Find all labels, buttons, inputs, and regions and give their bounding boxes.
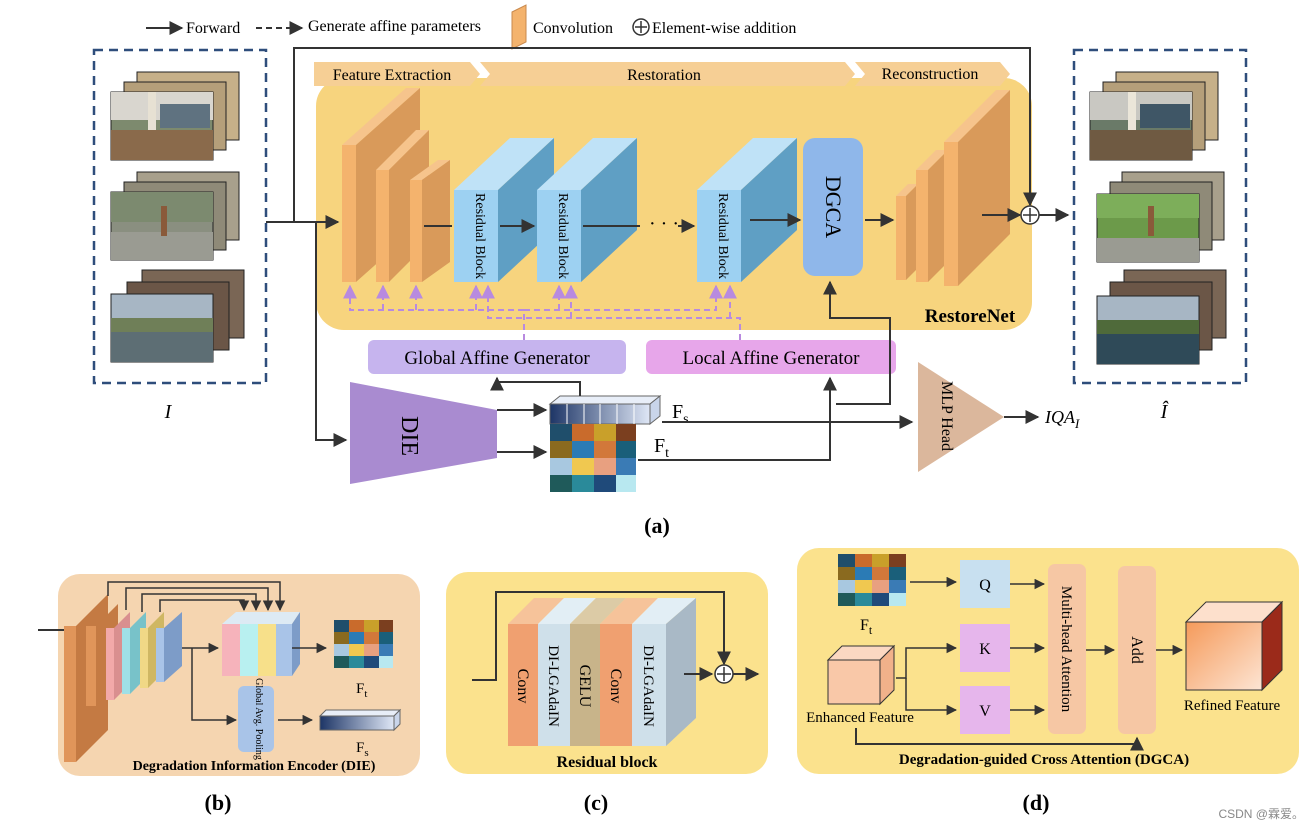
caption-d: (d) [1023,790,1050,815]
residual-conv2-label: Conv [607,669,624,704]
refined-feature-label: Refined Feature [1184,698,1281,714]
fs-feature-vector [548,394,662,426]
residual-block-n: Residual Block [697,138,797,282]
input-image-stack-1 [110,71,240,161]
global-affine-generator-label: Global Affine Generator [404,348,590,369]
refined-feature-cube [1184,600,1284,692]
local-affine-generator [646,340,896,374]
residual-detail-title: Residual block [557,754,658,771]
local-affine-generator-label: Local Affine Generator [683,348,861,369]
restorenet-label: RestoreNet [925,306,1016,327]
ft-feature-map [550,424,636,492]
dgca-add-label: Add [1128,636,1145,664]
legend-add: Element-wise addition [652,20,796,37]
legend-conv: Convolution [533,20,613,37]
input-images-box [92,48,268,385]
global-avg-pooling-block [238,686,274,752]
stage-reconstruction-label: Reconstruction [882,66,979,83]
iqa-label: IQAI [1044,407,1080,431]
stage-restoration [480,62,855,86]
output-add-circle-icon [1020,205,1040,225]
dgca-label: DGCA [821,176,846,238]
q-label: Q [979,577,991,594]
die-fs-label: Fs [356,740,369,759]
add-circle-icon [632,18,650,36]
residual-gelu-label: GELU [576,665,593,708]
panel-d: Ft Q Enhanced Feature K V Multi-head Att… [797,548,1299,815]
legend-forward: Forward [186,20,240,37]
fs-label: Fs [672,401,689,427]
input-image-stack-3 [110,269,245,363]
v-block [960,686,1010,734]
output-images-box [1072,48,1248,385]
residual-add-circle-icon [714,664,734,684]
die-conv-stack [64,594,182,762]
dgca-block [803,138,863,276]
input-label: I [164,401,173,423]
conv-icon [511,4,527,50]
dgca-add-block [1118,566,1156,734]
caption-c: (c) [584,790,608,815]
residual-block-n-label: Residual Block [715,193,730,279]
ft-label: Ft [654,435,669,461]
input-to-die-arrow [315,222,348,447]
multi-head-attention-block [1048,564,1086,734]
die-block [350,382,497,484]
caption-b: (b) [205,790,232,815]
residual-block-1: Residual Block [454,138,554,282]
die-ft-map [334,620,393,668]
reconstruction-convs [896,90,1010,286]
global-avg-pooling-label: Global Avg. Pooling [253,678,264,760]
panel-c: Conv DI-LGAdaIN GELU Conv DI-LGAdaIN Res… [446,572,768,815]
output-image-stack-1 [1089,71,1219,161]
dgca-ft-label: Ft [860,617,873,637]
enhanced-feature-label: Enhanced Feature [806,710,914,726]
residual-block-2-label: Residual Block [555,193,570,279]
die-fs-vector [318,708,402,732]
mlp-head-label: MLP Head [938,381,955,451]
stage-feature-extraction [314,62,480,86]
dgca-detail-title: Degradation-guided Cross Attention (DGCA… [899,752,1189,768]
legend-affine: Generate affine parameters [308,18,481,35]
stage-reconstruction [855,62,1010,86]
panel-b: Ft Global Avg. Pooling Fs Degradation In… [38,574,420,815]
multi-head-attention-label: Multi-head Attention [1058,586,1074,713]
legend: Forward Generate affine parameters Convo… [146,4,796,50]
residual-ellipsis: · · · [649,213,679,235]
watermark: CSDN @霖爱。 [1218,807,1304,821]
input-image-stack-2 [110,171,240,261]
die-skip-lines [107,581,286,612]
mlp-head-block [918,362,1004,472]
dgca-ft-map [838,554,906,606]
die-label: DIE [396,416,422,456]
output-label: Î [1160,400,1169,423]
die-concat-features [222,612,300,676]
stage-restoration-label: Restoration [627,67,701,84]
k-label: K [979,641,991,658]
die-ft-label: Ft [356,681,367,700]
residual-layers [508,598,696,746]
stage-feature-label: Feature Extraction [333,67,452,84]
die-detail-title: Degradation Information Encoder (DIE) [133,759,376,774]
feature-extraction-convs [342,88,450,282]
residual-block-2: Residual Block [537,138,637,282]
residual-dilg1-label: DI-LGAdaIN [545,645,561,727]
residual-conv1-label: Conv [514,669,531,704]
residual-block-1-label: Residual Block [472,193,487,279]
output-image-stack-2 [1096,171,1225,263]
enhanced-feature-cube [826,644,896,706]
panel-a: I RestoreNet Feature Extraction Restorat… [92,47,1248,538]
v-label: V [979,703,991,720]
affine-parameter-lines [343,284,741,340]
q-block [960,560,1010,608]
global-affine-generator [368,340,626,374]
output-image-stack-3 [1096,269,1227,365]
residual-dilg2-label: DI-LGAdaIN [640,645,656,727]
k-block [960,624,1010,672]
caption-a: (a) [644,513,670,538]
